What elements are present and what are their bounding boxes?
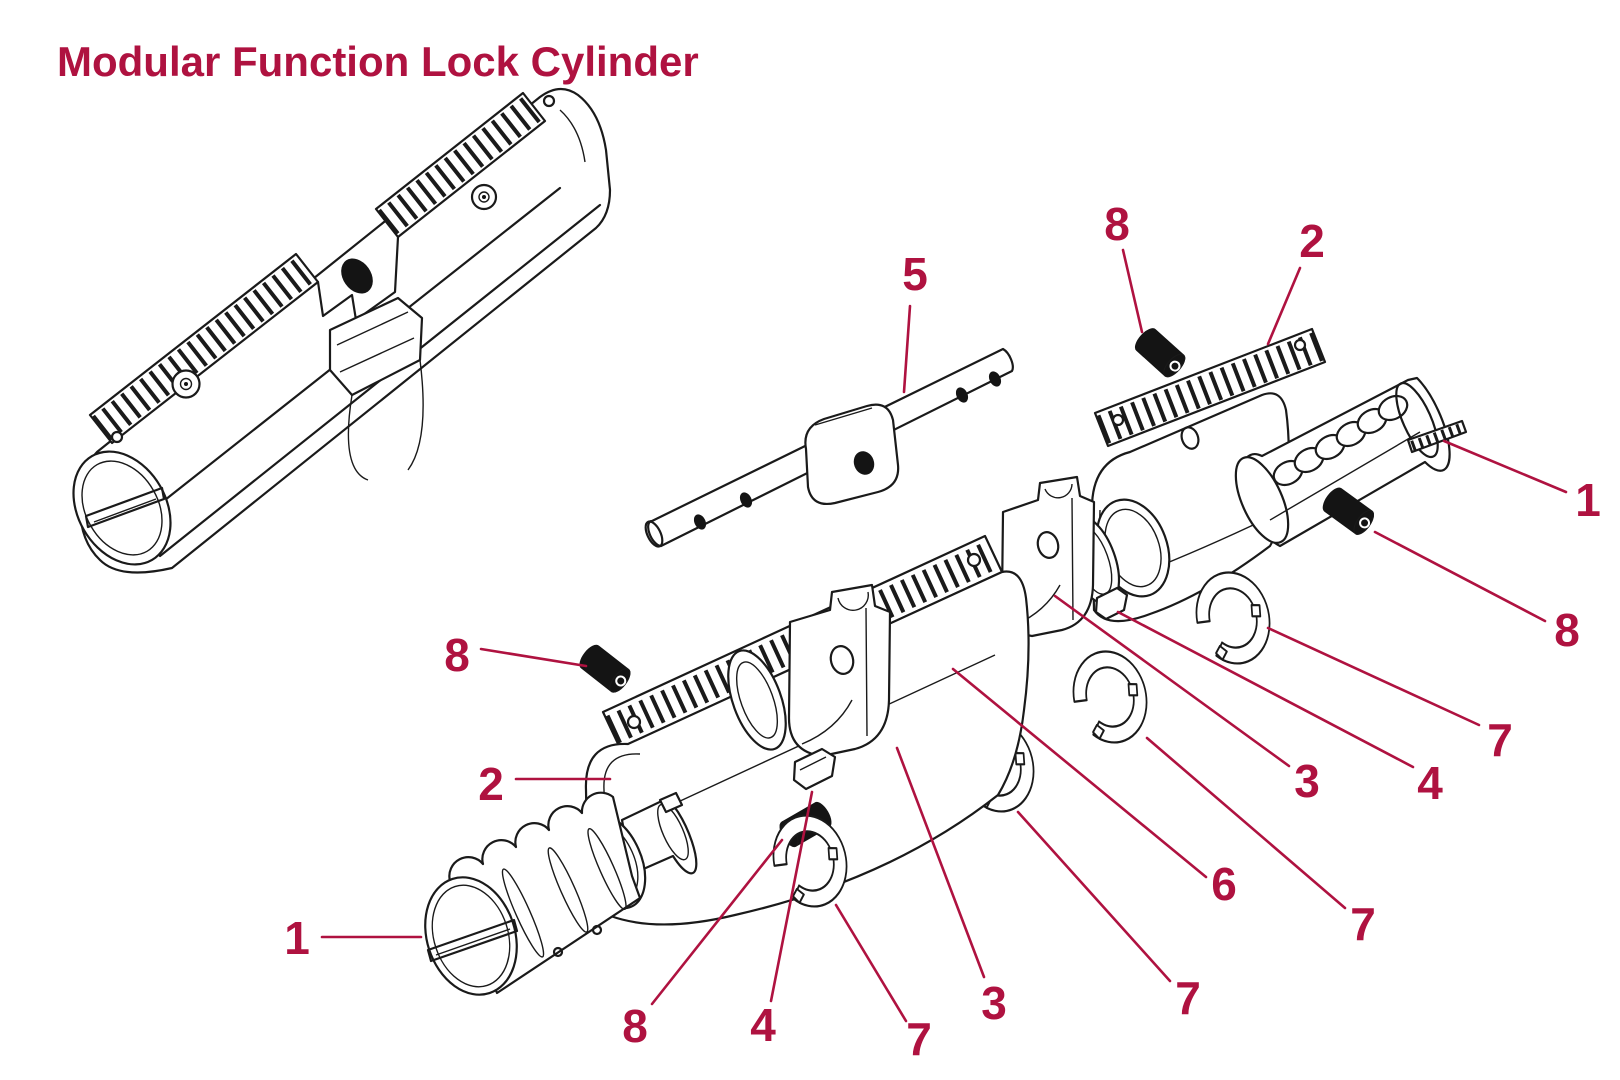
set-screw-part8 (1130, 324, 1190, 382)
callout-label-8: 8 (1554, 604, 1580, 656)
callout-leader-8 (1373, 530, 1547, 623)
cam-left-part3 (727, 583, 892, 758)
callout-leader-4 (1116, 610, 1415, 769)
callout-leader-7 (1266, 626, 1481, 727)
callout-label-8: 8 (622, 1000, 648, 1052)
plug-right-part1 (1234, 376, 1468, 548)
callout-label-5: 5 (902, 248, 928, 300)
actuator-bar-part5 (644, 347, 1014, 548)
plug-left-part1 (424, 791, 698, 996)
callout-leader-8 (650, 838, 784, 1006)
callout-leader-7 (834, 903, 908, 1023)
callout-label-3: 3 (1294, 755, 1320, 807)
callout-label-4: 4 (750, 999, 776, 1051)
assembled-cylinder-illustration (72, 87, 612, 574)
callout-leader-6 (951, 667, 1208, 879)
callout-label-8: 8 (1104, 198, 1130, 250)
callout-leader-1 (1442, 439, 1568, 494)
page-title: Modular Function Lock Cylinder (57, 38, 699, 85)
callout-label-7: 7 (1487, 714, 1513, 766)
callout-leader-4 (769, 790, 814, 1003)
callout-label-1: 1 (284, 912, 310, 964)
callout-label-7: 7 (906, 1013, 932, 1065)
callout-leader-3 (1053, 594, 1291, 768)
callout-label-2: 2 (1299, 215, 1325, 267)
callout-label-3: 3 (981, 977, 1007, 1029)
callout-leader-5 (902, 304, 912, 394)
callout-label-2: 2 (478, 758, 504, 810)
callout-leader-7 (1016, 810, 1172, 983)
callout-label-4: 4 (1417, 757, 1443, 809)
callout-label-1: 1 (1575, 474, 1601, 526)
bar-collar (804, 403, 900, 505)
callout-leader-3 (895, 746, 986, 979)
callout-leader-8 (479, 647, 588, 668)
callout-label-6: 6 (1211, 858, 1237, 910)
cam-tab-part4 (792, 747, 837, 791)
callout-leader-7 (1145, 736, 1347, 910)
callout-label-8: 8 (444, 629, 470, 681)
callout-leader-8 (1121, 248, 1144, 334)
callout-label-7: 7 (1350, 898, 1376, 950)
callout-leader-2 (1266, 266, 1302, 346)
callout-label-7: 7 (1175, 972, 1201, 1024)
set-screw-part8 (575, 640, 635, 697)
